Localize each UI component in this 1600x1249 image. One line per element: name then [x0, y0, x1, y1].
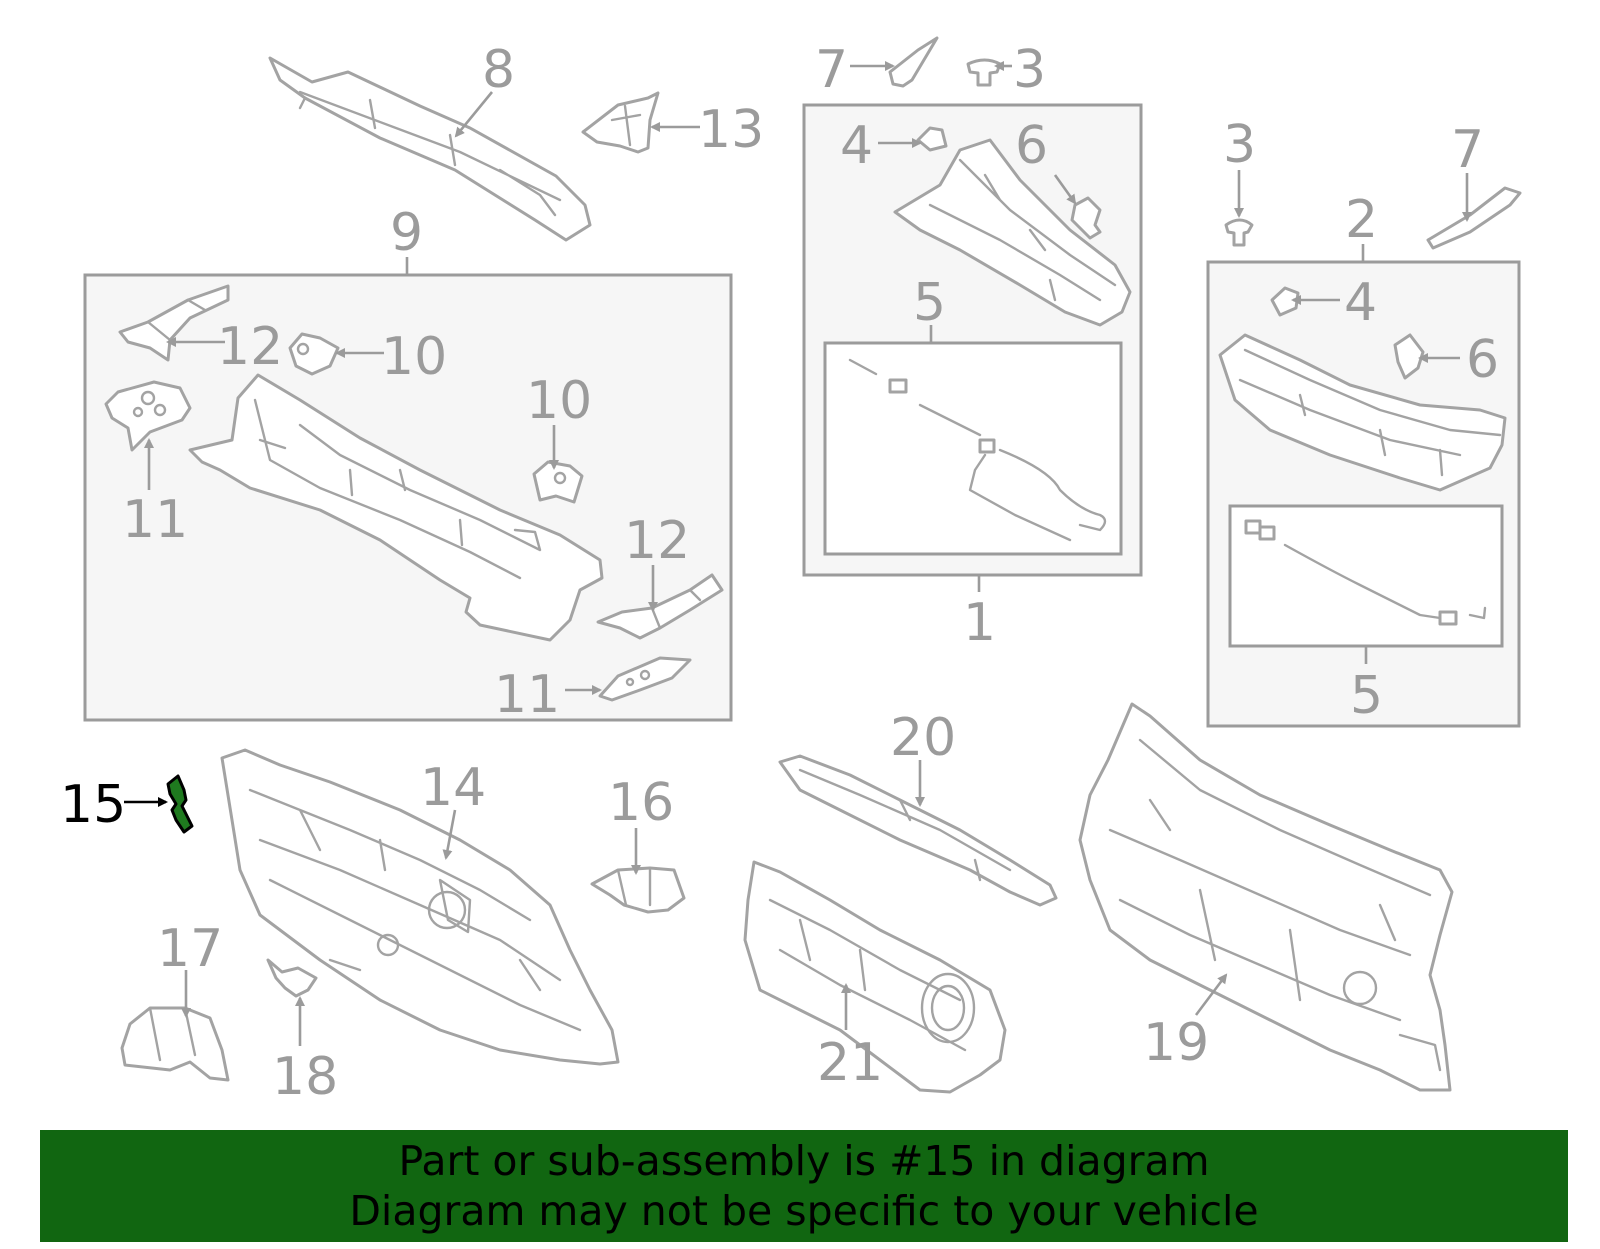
- callout-9: 9: [390, 203, 423, 263]
- callout-6-box2: 6: [1466, 330, 1499, 390]
- banner-line-1: Part or sub-assembly is #15 in diagram: [398, 1137, 1210, 1185]
- part-17-bracket: [120, 1006, 230, 1082]
- callout-14: 14: [420, 758, 486, 818]
- callout-21: 21: [817, 1033, 883, 1093]
- part-10-clip-upper: [288, 332, 340, 376]
- part-11-plate-upper: [104, 380, 192, 452]
- part-12-bracket-upper: [118, 284, 230, 362]
- info-banner: Part or sub-assembly is #15 in diagram D…: [40, 1130, 1568, 1242]
- part-3-grommet-top: [966, 58, 1002, 87]
- part-6-clip-box2: [1393, 333, 1425, 380]
- part-8-cowl-top-panel: [268, 56, 592, 242]
- callout-12-lower: 12: [624, 511, 690, 571]
- callout-5-box2: 5: [1350, 666, 1383, 726]
- callout-20: 20: [890, 708, 956, 768]
- callout-7-right: 7: [1451, 120, 1484, 180]
- part-11-plate-lower: [598, 656, 692, 702]
- part-3-grommet-right: [1224, 218, 1254, 247]
- part-14-dash-panel: [220, 748, 620, 1066]
- part-13-bracket: [581, 91, 660, 154]
- group-box-5-left: [823, 341, 1123, 556]
- part-21-insulator: [743, 860, 1007, 1094]
- part-7-clip-top: [888, 36, 939, 88]
- part-7-clip-right: [1426, 186, 1522, 250]
- callout-19: 19: [1143, 1013, 1209, 1073]
- callout-11-upper: 11: [122, 490, 188, 550]
- part-cowl-grille-box1: [893, 138, 1132, 327]
- part-9-cowl-panel: [188, 373, 604, 642]
- part-15-highlighted: [166, 774, 194, 834]
- part-6-clip-box1: [1070, 196, 1102, 240]
- callout-4-box2: 4: [1344, 273, 1377, 333]
- part-18-clip: [266, 958, 318, 998]
- callout-18: 18: [272, 1047, 338, 1107]
- part-4-clip-box1: [916, 126, 948, 152]
- part-5-washer-hose-box2: [1244, 519, 1487, 626]
- callout-13: 13: [698, 100, 764, 160]
- callout-4-box1: 4: [840, 116, 873, 176]
- callout-10-lower: 10: [526, 371, 592, 431]
- callout-3-right: 3: [1223, 115, 1256, 175]
- callout-8: 8: [482, 40, 515, 100]
- part-12-bracket-lower: [596, 573, 724, 640]
- part-19-dash-panel-assy: [1078, 702, 1454, 1092]
- part-16-bracket: [590, 866, 686, 914]
- part-cowl-grille-box2: [1218, 333, 1507, 492]
- callout-16: 16: [608, 773, 674, 833]
- callout-10-upper: 10: [381, 327, 447, 387]
- callout-3-top: 3: [1013, 40, 1046, 100]
- callout-17: 17: [157, 919, 223, 979]
- callout-6-box1: 6: [1015, 116, 1048, 176]
- callout-12-upper: 12: [217, 317, 283, 377]
- callout-1: 1: [963, 593, 996, 653]
- callout-7-top: 7: [815, 40, 848, 100]
- banner-line-2: Diagram may not be specific to your vehi…: [349, 1187, 1259, 1235]
- part-5-washer-hose-box1: [848, 358, 1107, 542]
- part-20-reinforcement: [778, 754, 1058, 907]
- callout-15: 15: [60, 775, 126, 835]
- callout-11-lower: 11: [494, 665, 560, 725]
- callout-2: 2: [1345, 190, 1378, 250]
- callout-5-box1: 5: [913, 273, 946, 333]
